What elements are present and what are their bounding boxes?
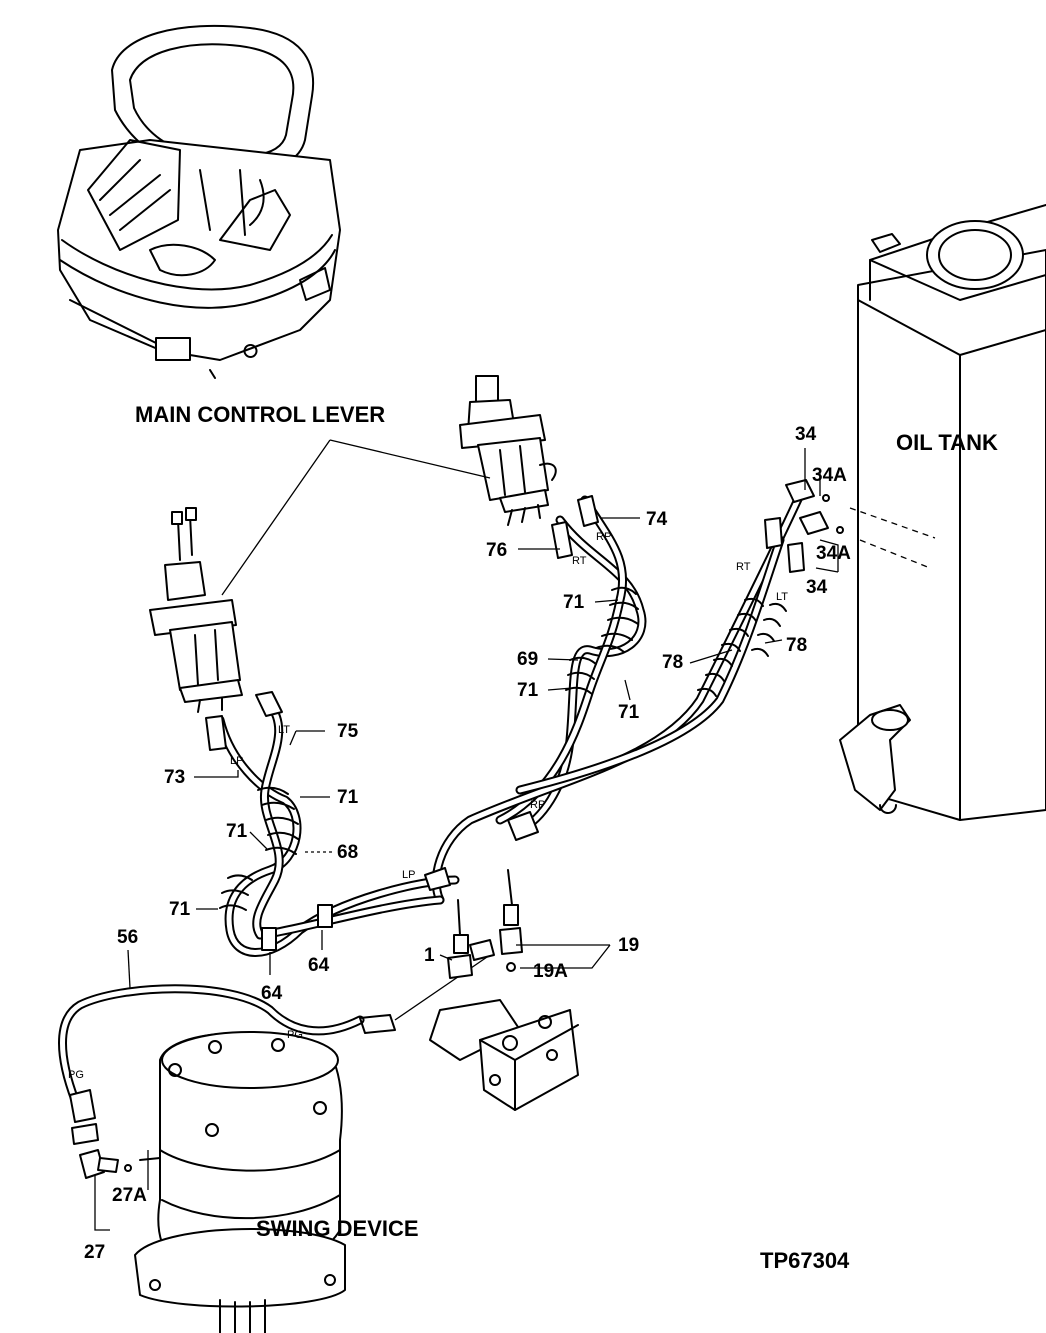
callout-1: 1 (424, 945, 435, 966)
callout-71-a: 71 (563, 592, 585, 613)
port-mark-rp-top: RP (596, 531, 612, 543)
swing-device-label: SWING DEVICE (256, 1216, 419, 1241)
callout-56: 56 (117, 927, 139, 948)
callout-69: 69 (517, 649, 539, 670)
callout-34a-top: 34A (812, 465, 847, 486)
port-mark-rt-top: RT (572, 555, 587, 567)
port-mark-rp-mid: RP (530, 799, 546, 811)
callout-64-a: 64 (308, 955, 330, 976)
callout-76: 76 (486, 540, 508, 561)
operator-cab-drawing (57, 24, 341, 379)
oil-tank-drawing (839, 204, 1046, 821)
callout-73: 73 (164, 767, 186, 788)
port-mark-lp-left: LP (230, 755, 244, 767)
callout-19a: 19A (533, 961, 568, 982)
port-mark-lt-right: LT (776, 591, 789, 603)
oil-tank-fittings (764, 479, 936, 573)
figure-code-label: TP67304 (760, 1248, 850, 1273)
oil-tank-label: OIL TANK (896, 430, 998, 455)
callout-78-b: 78 (786, 635, 808, 656)
swing-device-drawing (69, 1031, 346, 1333)
callout-68: 68 (337, 842, 359, 863)
callout-74: 74 (646, 509, 668, 530)
valve-fittings (205, 495, 599, 891)
port-mark-rt-right: RT (736, 561, 751, 573)
left-pilot-valve-drawing (149, 507, 243, 713)
callout-34a-bottom: 34A (816, 543, 851, 564)
hose-group (58, 490, 805, 1105)
port-mark-lt-left: LT (278, 724, 291, 736)
callout-64-b: 64 (261, 983, 283, 1004)
callout-71-e: 71 (226, 821, 248, 842)
port-mark-pg-right: PG (287, 1029, 303, 1041)
port-mark-lp-mid: LP (402, 869, 416, 881)
callout-71-f: 71 (169, 899, 191, 920)
callout-34-top: 34 (795, 424, 817, 445)
callout-75: 75 (337, 721, 359, 742)
callout-34-bottom: 34 (806, 577, 828, 598)
control-valve-block (429, 869, 579, 1111)
callout-71-d: 71 (337, 787, 359, 808)
main-control-lever-label: MAIN CONTROL LEVER (135, 402, 386, 427)
right-pilot-valve-drawing (459, 375, 557, 526)
callout-19: 19 (618, 935, 640, 956)
callout-leaders (94, 448, 839, 1231)
callout-78-a: 78 (662, 652, 684, 673)
port-mark-pg-left: PG (68, 1069, 84, 1081)
callout-71-b: 71 (517, 680, 539, 701)
callout-27: 27 (84, 1242, 106, 1263)
callout-27a: 27A (112, 1185, 147, 1206)
callout-71-c: 71 (618, 702, 640, 723)
leader-main-control-lever (221, 439, 491, 596)
